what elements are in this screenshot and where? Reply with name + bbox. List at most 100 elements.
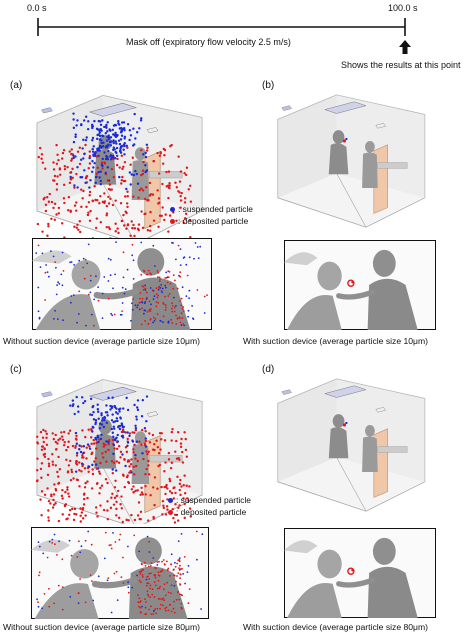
suspended-particle — [187, 315, 190, 318]
deposited-particle — [154, 318, 157, 320]
deposited-particle — [164, 513, 168, 516]
deposited-particle — [91, 472, 95, 476]
deposited-particle — [178, 488, 181, 492]
deposited-particle — [129, 163, 132, 166]
deposited-particle — [163, 583, 166, 586]
suspended-particle — [120, 121, 124, 124]
deposited-particle — [142, 288, 145, 291]
suspended-particle — [136, 574, 138, 577]
deposited-particle — [56, 442, 59, 445]
deposited-particle — [81, 429, 84, 432]
deposited-particle — [91, 468, 94, 471]
suspended-particle — [91, 139, 94, 142]
suspended-particle — [89, 291, 92, 294]
suspended-particle — [134, 169, 137, 173]
deposited-particle — [137, 501, 141, 504]
suspended-particle — [121, 453, 124, 456]
deposited-particle — [167, 270, 170, 272]
suspended-particle — [157, 288, 160, 291]
deposited-particle — [149, 494, 152, 497]
suspended-particle — [82, 119, 86, 122]
deposited-particle — [55, 143, 58, 147]
deposited-particle — [107, 195, 110, 199]
deposited-particle — [75, 209, 78, 212]
suspended-particle — [103, 418, 106, 422]
deposited-particle — [77, 592, 80, 594]
dentist-arm — [336, 289, 375, 300]
deposited-particle — [171, 310, 174, 313]
deposited-particle — [179, 573, 182, 575]
deposited-particle — [84, 258, 87, 261]
deposited-particle — [73, 507, 77, 511]
deposited-particle — [153, 448, 156, 452]
deposited-particle — [173, 486, 176, 489]
deposited-particle — [71, 444, 75, 448]
suspended-particle — [87, 120, 90, 123]
suspended-particle — [121, 436, 125, 439]
room-view-d — [277, 378, 426, 512]
suspended-particle — [97, 440, 100, 444]
deposited-particle — [51, 463, 55, 466]
deposited-particle — [157, 598, 160, 600]
deposited-particle — [96, 199, 99, 202]
deposited-particle — [78, 290, 81, 293]
deposited-particle — [180, 450, 184, 454]
deposited-particle — [158, 560, 160, 563]
suspended-particle — [116, 412, 119, 415]
deposited-particle — [136, 489, 139, 492]
deposited-particle — [171, 307, 173, 310]
suspended-particle — [345, 137, 348, 141]
deposited-particle — [126, 223, 130, 226]
suspended-particle — [89, 178, 92, 182]
deposited-particle — [52, 503, 56, 506]
suspended-particle — [39, 266, 42, 268]
deposited-particle — [80, 205, 83, 209]
suspended-particle — [88, 447, 92, 450]
panel-label-c: (c) — [10, 364, 22, 375]
deposited-particle — [68, 513, 71, 517]
deposited-particle — [162, 604, 164, 607]
suspended-particle — [94, 418, 98, 422]
suspended-particle — [144, 437, 147, 440]
deposited-particle — [167, 186, 171, 189]
deposited-particle — [67, 464, 71, 467]
deposited-particle — [169, 145, 172, 148]
deposited-particle — [161, 560, 163, 563]
deposited-particle — [178, 482, 182, 486]
suspended-particle — [84, 181, 87, 185]
deposited-particle — [179, 442, 183, 445]
deposited-particle — [182, 484, 185, 487]
deposited-particle — [125, 518, 128, 522]
deposited-particle — [99, 504, 102, 507]
suspended-particle — [88, 156, 91, 160]
suspended-particle — [105, 139, 109, 142]
deposited-particle — [102, 442, 105, 445]
suspended-particle — [177, 540, 180, 542]
deposited-particle — [121, 473, 125, 476]
suspended-particle — [95, 137, 99, 141]
suspended-particle — [107, 257, 110, 260]
suspended-particle — [152, 557, 155, 559]
suspended-particle — [101, 157, 104, 161]
deposited-particle — [141, 172, 145, 176]
deposited-particle — [51, 506, 55, 509]
room-box — [277, 94, 426, 228]
deposited-particle — [166, 560, 168, 563]
deposited-particle — [78, 540, 80, 543]
deposited-particle — [44, 271, 47, 274]
suspended-particle — [69, 596, 72, 598]
suspended-particle — [171, 241, 173, 244]
deposited-particle — [45, 432, 48, 436]
deposited-particle — [87, 470, 90, 473]
deposited-particle — [43, 452, 47, 456]
deposited-particle — [100, 484, 104, 487]
suspended-particle — [115, 407, 118, 410]
deposited-particle — [115, 570, 118, 573]
deposited-particle — [107, 577, 110, 579]
deposited-particle — [60, 431, 63, 434]
deposited-particle — [52, 168, 56, 171]
deposited-particle — [156, 270, 159, 272]
deposited-particle — [163, 470, 166, 473]
suspended-particle — [116, 440, 120, 443]
deposited-particle — [173, 521, 177, 524]
